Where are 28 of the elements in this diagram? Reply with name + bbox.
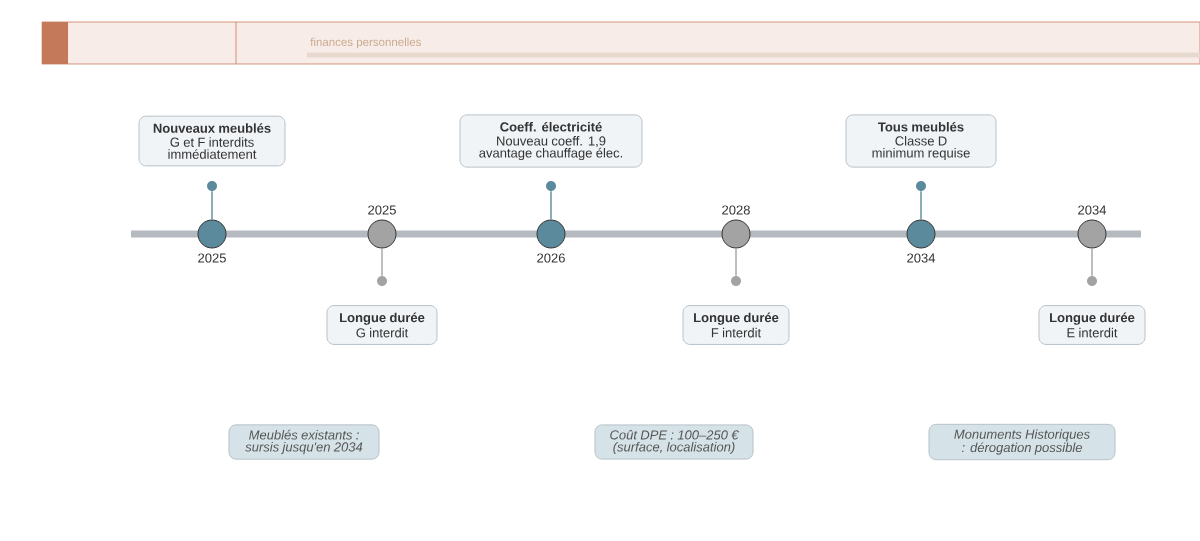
year-label: 2025 [368, 205, 396, 215]
year-label: 2028 [722, 205, 750, 215]
stem-line [211, 190, 213, 221]
milestone-circle [197, 219, 227, 249]
event-card: Longue durée E interdit [1038, 305, 1146, 345]
stem-line [550, 190, 552, 221]
milestone-circle [1077, 219, 1107, 249]
event-card: Longue durée G interdit [326, 305, 438, 345]
milestone-circle [906, 219, 936, 249]
event-card: Nouveaux meublés G et F interdits immédiatement [138, 115, 286, 167]
year-label: 2034 [907, 253, 936, 263]
milestone-circle [536, 219, 566, 249]
note-box: Meublés existants : sursis jusqu'en 2034 [228, 424, 380, 460]
note-box: Monuments Historiques : dérogation possible [928, 423, 1116, 461]
stem-line [735, 247, 737, 277]
stem-line [1091, 247, 1093, 277]
event-card: Tous meublés Classe D minimum requise [845, 114, 997, 168]
tagline: finances personnelles [310, 37, 421, 49]
event-card: Coeff. électricité Nouveau coeff. 1,9 avantage chauffage élec. [459, 114, 643, 168]
year-label: 2025 [198, 253, 226, 263]
stem-line [920, 190, 922, 221]
stem-line [381, 247, 383, 277]
event-card: Longue durée F interdit [682, 305, 790, 345]
note-box: Coût DPE : 100–250 € (surface, localisation) [594, 424, 754, 460]
milestone-circle [721, 219, 751, 249]
year-label: 2026 [537, 253, 565, 263]
milestone-circle [367, 219, 397, 249]
year-label: 2034 [1078, 205, 1107, 215]
